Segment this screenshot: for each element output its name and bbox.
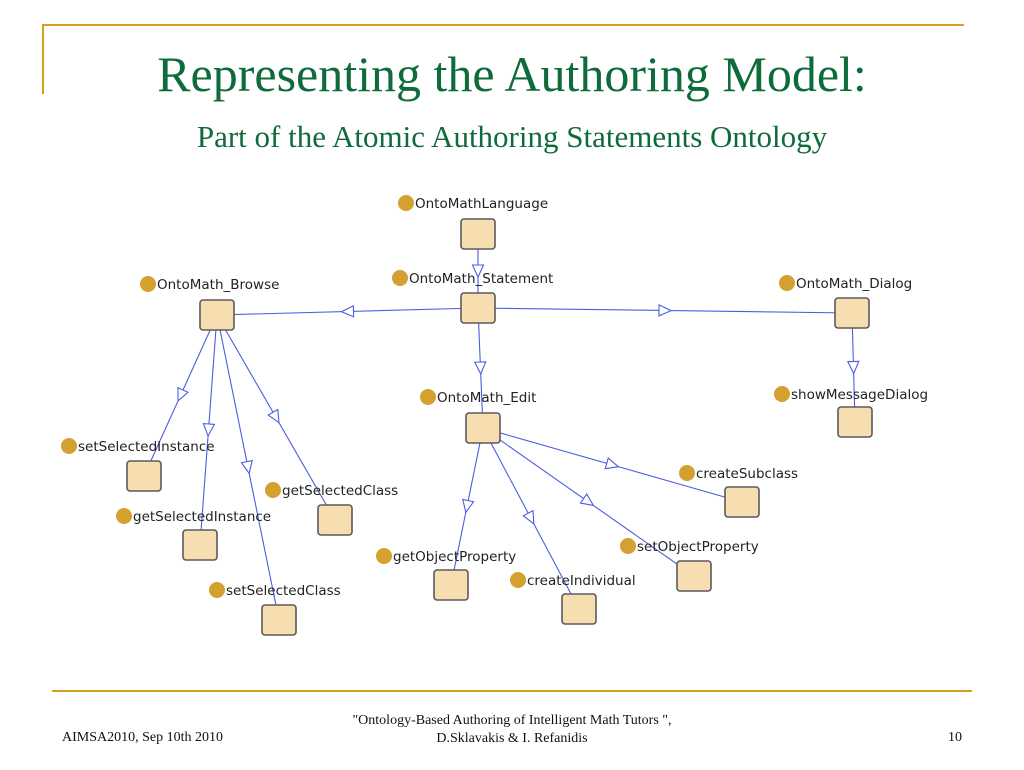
node-lang[interactable]: OntoMathLanguage xyxy=(398,195,548,250)
edge-stmt-browse xyxy=(216,304,479,318)
title-frame-top-line xyxy=(42,24,964,26)
class-dot-icon xyxy=(679,465,695,481)
node-box[interactable] xyxy=(724,486,760,518)
class-dot-icon xyxy=(398,195,414,211)
node-label: createSubclass xyxy=(696,466,798,482)
class-dot-icon xyxy=(61,438,77,454)
node-label: OntoMathLanguage xyxy=(415,196,548,212)
nodes-layer: OntoMathLanguageOntoMath_StatementOntoMa… xyxy=(61,195,928,636)
edge-edit-cind xyxy=(482,427,580,610)
edge-arrowhead xyxy=(604,457,620,470)
node-label: getObjectProperty xyxy=(393,549,516,565)
node-sop[interactable]: setObjectProperty xyxy=(620,538,759,592)
node-label: OntoMath_Edit xyxy=(437,390,536,406)
edge-edit-sop xyxy=(482,427,695,577)
node-label: showMessageDialog xyxy=(791,387,928,403)
class-dot-icon xyxy=(774,386,790,402)
node-box[interactable] xyxy=(837,406,873,438)
ontology-diagram: OntoMathLanguageOntoMath_StatementOntoMa… xyxy=(61,195,928,636)
page-number: 10 xyxy=(948,730,962,745)
edge-arrowhead xyxy=(240,459,253,475)
class-dot-icon xyxy=(779,275,795,291)
class-dot-icon xyxy=(116,508,132,524)
node-label: setSelectedClass xyxy=(226,583,341,599)
edge-edit-gop xyxy=(450,427,484,586)
node-label: OntoMath_Dialog xyxy=(796,276,912,292)
node-label: createIndividual xyxy=(527,573,636,589)
edge-arrowhead xyxy=(340,304,355,318)
class-dot-icon xyxy=(140,276,156,292)
node-label: setSelectedInstance xyxy=(78,439,215,455)
slide-title: Representing the Authoring Model: xyxy=(157,46,867,102)
class-dot-icon xyxy=(265,482,281,498)
node-edit[interactable]: OntoMath_Edit xyxy=(420,389,536,444)
node-box[interactable] xyxy=(465,412,501,444)
node-ssc[interactable]: setSelectedClass xyxy=(209,582,341,636)
edge-arrowhead xyxy=(471,264,485,279)
node-box[interactable] xyxy=(126,460,162,492)
node-label: getSelectedInstance xyxy=(133,509,271,525)
node-box[interactable] xyxy=(182,529,218,561)
edge-arrowhead xyxy=(202,422,216,438)
node-gsi[interactable]: getSelectedInstance xyxy=(116,508,271,561)
edge-stmt-dialog xyxy=(477,304,853,317)
edge-arrowhead xyxy=(658,304,673,317)
node-label: setObjectProperty xyxy=(637,539,759,555)
edge-arrowhead xyxy=(473,361,487,376)
footer-center-text: "Ontology-Based Authoring of Intelligent… xyxy=(312,712,712,748)
edge-browse-gsi xyxy=(199,314,218,546)
node-gop[interactable]: getObjectProperty xyxy=(376,548,516,601)
edge-edit-csub xyxy=(482,427,743,503)
edge-arrowhead xyxy=(462,498,475,514)
node-dialog[interactable]: OntoMath_Dialog xyxy=(779,275,912,329)
class-dot-icon xyxy=(392,270,408,286)
node-ssi[interactable]: setSelectedInstance xyxy=(61,438,215,492)
edge-arrowhead xyxy=(579,493,595,507)
node-label: OntoMath_Browse xyxy=(157,277,279,293)
node-browse[interactable]: OntoMath_Browse xyxy=(140,276,279,331)
footer-citation-line-1: "Ontology-Based Authoring of Intelligent… xyxy=(352,713,672,728)
node-box[interactable] xyxy=(317,504,353,536)
edge-stmt-edit xyxy=(473,307,487,429)
class-dot-icon xyxy=(376,548,392,564)
edge-browse-ssc xyxy=(216,314,280,621)
node-label: OntoMath_Statement xyxy=(409,271,553,287)
class-dot-icon xyxy=(510,572,526,588)
node-showmsg[interactable]: showMessageDialog xyxy=(774,386,928,438)
edge-arrowhead xyxy=(522,509,535,525)
edge-browse-ssi xyxy=(143,314,218,477)
node-box[interactable] xyxy=(460,292,496,324)
class-dot-icon xyxy=(209,582,225,598)
footer-divider xyxy=(52,690,972,692)
edge-browse-gsc xyxy=(216,314,336,521)
footer-left-text: AIMSA2010, Sep 10th 2010 xyxy=(62,730,224,745)
title-frame-left-line xyxy=(42,24,44,94)
node-csub[interactable]: createSubclass xyxy=(679,465,798,518)
slide-subtitle: Part of the Atomic Authoring Statements … xyxy=(196,119,828,154)
node-label: getSelectedClass xyxy=(282,483,398,499)
node-box[interactable] xyxy=(834,297,870,329)
node-box[interactable] xyxy=(561,593,597,625)
edge-arrowhead xyxy=(177,386,189,403)
class-dot-icon xyxy=(620,538,636,554)
node-box[interactable] xyxy=(676,560,712,592)
node-box[interactable] xyxy=(199,299,235,331)
node-box[interactable] xyxy=(261,604,297,636)
edge-dialog-showmsg xyxy=(846,312,860,423)
class-dot-icon xyxy=(420,389,436,405)
node-box[interactable] xyxy=(433,569,469,601)
footer-citation-line-2: D.Sklavakis & I. Refanidis xyxy=(436,731,588,746)
edges-layer xyxy=(143,234,860,621)
edge-arrowhead xyxy=(846,360,860,375)
node-gsc[interactable]: getSelectedClass xyxy=(265,482,398,536)
node-cind[interactable]: createIndividual xyxy=(510,572,636,625)
node-box[interactable] xyxy=(460,218,496,250)
edge-arrowhead xyxy=(267,408,280,424)
node-stmt[interactable]: OntoMath_Statement xyxy=(392,270,553,324)
